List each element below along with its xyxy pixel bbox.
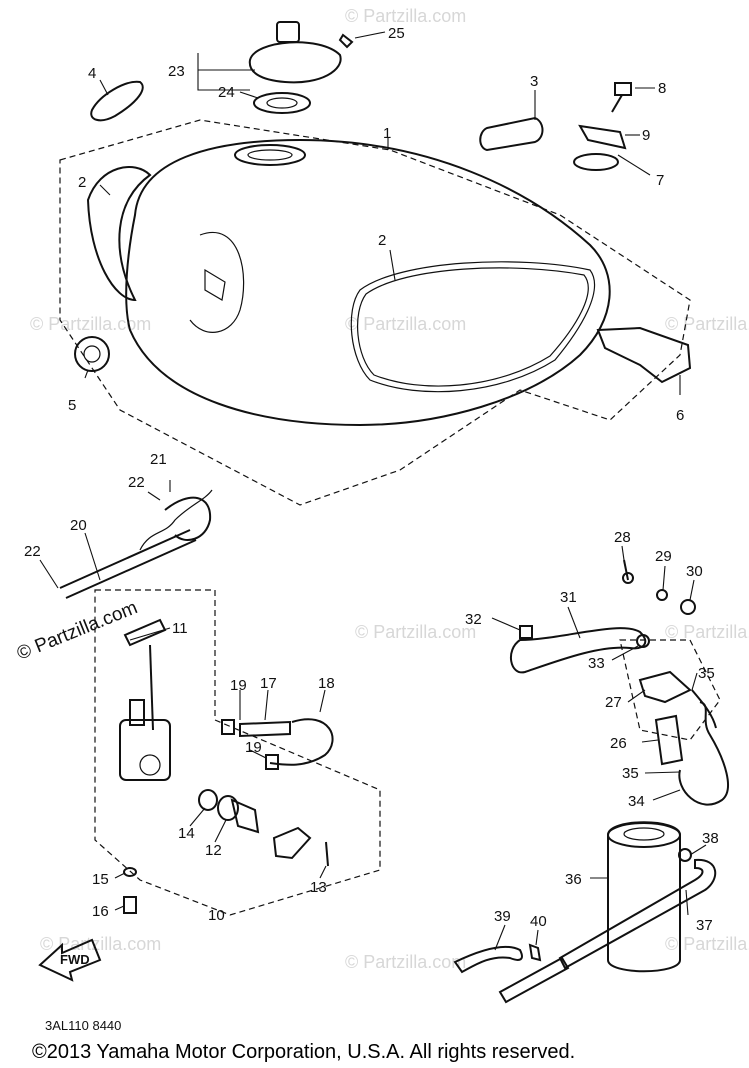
- watermark-bottom-right: © Partzilla.com: [665, 934, 749, 954]
- nut-part-29: [656, 589, 668, 601]
- callout-38: 38: [702, 830, 719, 847]
- watermark-mid: © Partzilla.com: [355, 622, 476, 642]
- callout-19-bottom: 19: [245, 739, 262, 756]
- hose-spring-20-21: [59, 489, 213, 599]
- callout-26: 26: [610, 735, 627, 752]
- screw-part-13: [325, 841, 329, 867]
- canister-group-outline: [619, 639, 721, 741]
- leader-lines: [39, 31, 707, 951]
- damper-part-7: [573, 153, 619, 171]
- bracket-part-6: [596, 326, 692, 384]
- watermark-bottom-left: © Partzilla.com: [40, 934, 161, 954]
- callout-15: 15: [92, 871, 109, 888]
- callout-18: 18: [318, 675, 335, 692]
- callout-16: 16: [92, 903, 109, 920]
- oring-part-14: [198, 789, 218, 811]
- screw-part-16: [123, 896, 137, 914]
- copyright-notice: ©2013 Yamaha Motor Corporation, U.S.A. A…: [32, 1041, 575, 1063]
- filter-part-26: [654, 714, 684, 766]
- knob-part-5: [74, 336, 110, 372]
- callout-9: 9: [642, 127, 650, 144]
- callout-7: 7: [656, 172, 664, 189]
- callout-21: 21: [150, 451, 167, 468]
- hose-17-18-19: [221, 718, 334, 770]
- fwd-arrow: FWD: [38, 938, 102, 982]
- callout-22-left: 22: [24, 543, 41, 560]
- fuel-cock-group-outline: [94, 589, 381, 916]
- callout-36: 36: [565, 871, 582, 888]
- bolt-part-28: [623, 559, 629, 581]
- callout-14: 14: [178, 825, 195, 842]
- watermark-center: © Partzilla.com: [345, 314, 466, 334]
- bolt-part-8: [611, 82, 632, 113]
- callout-34: 34: [628, 793, 645, 810]
- callout-40: 40: [530, 913, 547, 930]
- callout-11: 11: [172, 620, 188, 637]
- watermark-bottom-center: © Partzilla.com: [345, 952, 466, 972]
- fuel-tank: [125, 138, 611, 427]
- trim-ring-left: [86, 166, 152, 302]
- watermark-mid-right: © Partzilla.com: [665, 622, 749, 642]
- washer-part-30: [680, 599, 696, 615]
- callout-30: 30: [686, 563, 703, 580]
- callout-29: 29: [655, 548, 672, 565]
- callout-20: 20: [70, 517, 87, 534]
- bracket-part-9: [578, 124, 627, 150]
- fuel-cock-part-10: [119, 644, 171, 781]
- callout-labels: 1 2 2 3 4 5 6 7 8 9 10 11 12 13 14 15 16…: [24, 25, 719, 934]
- hose-part-34: [678, 701, 729, 806]
- callout-13: 13: [310, 879, 327, 896]
- callout-27: 27: [605, 694, 622, 711]
- canister-part-36: [607, 821, 681, 973]
- callout-28: 28: [614, 529, 631, 546]
- callout-24: 24: [218, 84, 235, 101]
- clip-part-33: [636, 634, 650, 648]
- callout-37: 37: [696, 917, 713, 934]
- clip-part-40: [528, 943, 542, 962]
- strainer-part-11: [123, 618, 167, 647]
- watermark-top: © Partzilla.com: [345, 6, 466, 26]
- diagram-code: 3AL110 8440: [45, 1018, 121, 1033]
- fwd-label: FWD: [60, 952, 90, 967]
- callout-19-top: 19: [230, 677, 247, 694]
- callout-35-mid: 35: [622, 765, 639, 782]
- callout-4: 4: [88, 65, 96, 82]
- fuel-cap-assembly: [248, 21, 354, 114]
- hose-part-31: [510, 627, 647, 674]
- emblem-part-3: [479, 116, 544, 152]
- washer-part-15: [123, 867, 137, 877]
- callout-22-top: 22: [128, 474, 145, 491]
- valve-part-27: [638, 670, 692, 704]
- callout-5: 5: [68, 397, 76, 414]
- callout-17: 17: [260, 675, 277, 692]
- callout-23: 23: [168, 63, 185, 80]
- callout-2-center: 2: [378, 232, 386, 249]
- callout-2-left: 2: [78, 174, 86, 191]
- oring-part-12: [217, 795, 239, 821]
- callout-3: 3: [530, 73, 538, 90]
- group-outlines: [59, 119, 721, 916]
- hose-part-37: [558, 858, 717, 970]
- callout-33: 33: [588, 655, 605, 672]
- callout-31: 31: [560, 589, 577, 606]
- callout-25: 25: [388, 25, 405, 42]
- callout-39: 39: [494, 908, 511, 925]
- seal-part-4: [90, 80, 144, 122]
- callout-32: 32: [465, 611, 482, 628]
- watermark-left: © Partzilla.com: [30, 314, 151, 334]
- hose-part-39: [453, 945, 523, 974]
- callout-35-top: 35: [698, 665, 715, 682]
- tank-group-outline: [59, 119, 691, 506]
- callout-8: 8: [658, 80, 666, 97]
- watermark-right: © Partzilla.com: [665, 314, 749, 334]
- plate-part-13-area: [272, 826, 312, 860]
- callout-6: 6: [676, 407, 684, 424]
- callout-1: 1: [383, 125, 391, 142]
- callout-10: 10: [208, 907, 225, 924]
- clip-part-32: [519, 625, 533, 639]
- callout-12: 12: [205, 842, 222, 859]
- watermark-partzilla: © Partzilla.com: [14, 597, 141, 664]
- lever-part-12: [230, 798, 260, 834]
